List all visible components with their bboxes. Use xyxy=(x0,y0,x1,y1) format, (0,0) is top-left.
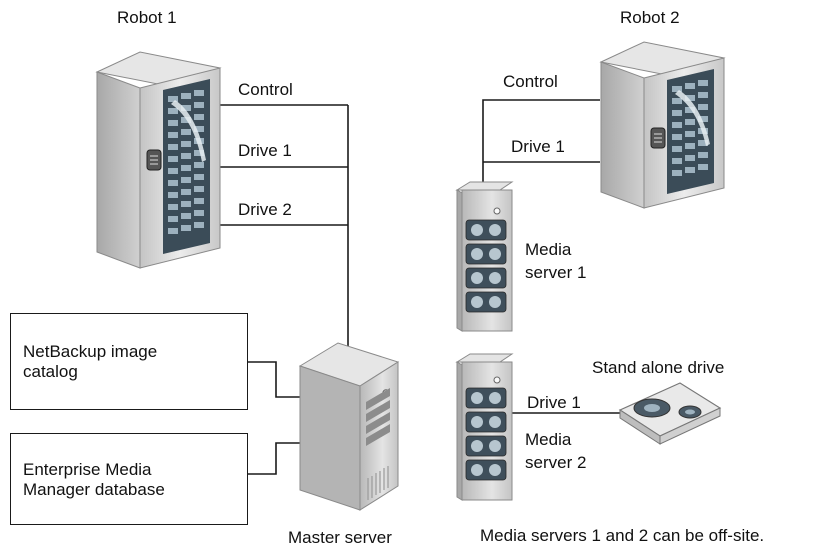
catalog-box-line2: catalog xyxy=(23,362,78,381)
netbackup-catalog-box: NetBackup image catalog xyxy=(10,313,248,410)
catalog-box-line1: NetBackup image xyxy=(23,342,158,361)
media-server-1-power-light xyxy=(493,207,501,215)
robot2-drive1-label: Drive 1 xyxy=(511,137,565,156)
emm-box-line2: Manager database xyxy=(23,480,165,499)
standalone-drive1-label: Drive 1 xyxy=(527,393,581,412)
robot2-title: Robot 2 xyxy=(620,8,680,27)
emm-database-box: Enterprise Media Manager database xyxy=(10,433,248,525)
robot1-arm-reflection xyxy=(171,100,206,162)
standalone-drive-label: Stand alone drive xyxy=(592,358,725,377)
emm-link-line xyxy=(248,442,300,475)
connection-lines xyxy=(218,99,626,475)
media-server-1-label-line2: server 1 xyxy=(525,263,587,282)
robot1-drive2-label: Drive 2 xyxy=(238,200,292,219)
robot2-control-label: Control xyxy=(503,72,558,91)
master-server-vent xyxy=(367,466,389,500)
emm-box-line1: Enterprise Media xyxy=(23,460,152,479)
media-server-2-power-light xyxy=(493,376,501,384)
master-server-drive-bays xyxy=(366,388,390,446)
standalone-drive-icon xyxy=(618,382,722,445)
catalog-link-line xyxy=(248,361,300,398)
robot2-control-line xyxy=(482,99,600,185)
robot1-tape-library-icon xyxy=(95,51,222,269)
media-server-2-icon xyxy=(455,353,514,501)
media-server-1-icon xyxy=(455,181,514,332)
media-server-2-label-line1: Media xyxy=(525,430,572,449)
robot1-drive1-label: Drive 1 xyxy=(238,141,292,160)
robot1-title: Robot 1 xyxy=(117,8,177,27)
footnote-offsite: Media servers 1 and 2 can be off-site. xyxy=(480,526,765,545)
media-server-1-label-line1: Media xyxy=(525,240,572,259)
robot2-arm-reflection xyxy=(675,90,710,146)
media-server-2-label-line2: server 2 xyxy=(525,453,587,472)
master-server-icon xyxy=(298,342,400,511)
master-server-label: Master server xyxy=(288,528,392,547)
robot1-control-label: Control xyxy=(238,80,293,99)
robot2-tape-library-icon xyxy=(599,41,726,209)
